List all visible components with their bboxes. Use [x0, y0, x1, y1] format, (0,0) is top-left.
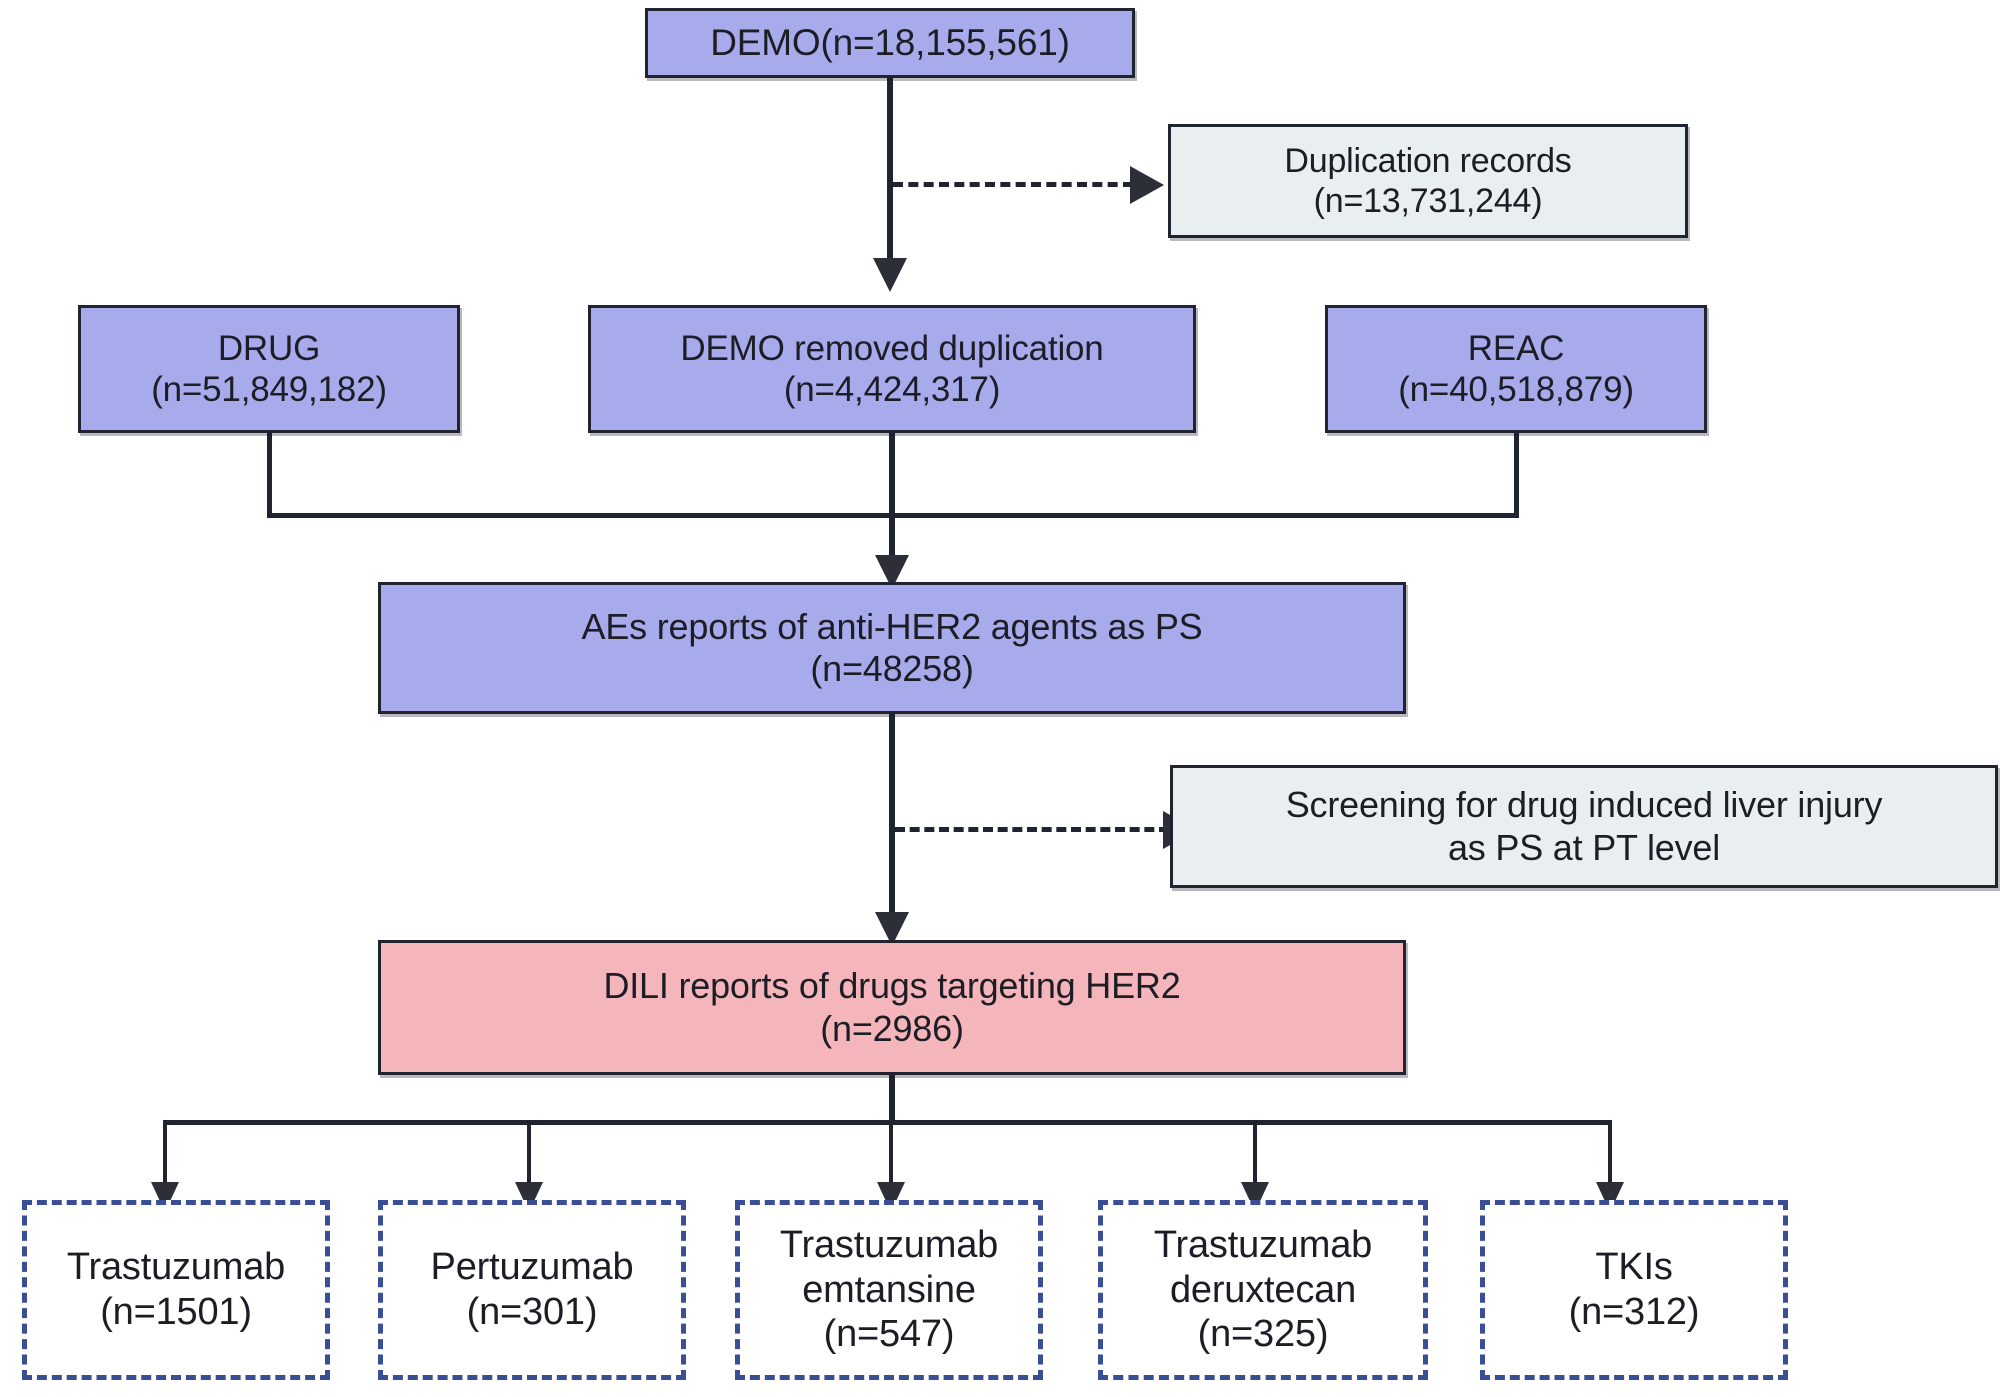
node-screening-line2: as PS at PT level [1447, 826, 1721, 868]
node-demo-removed-duplication: DEMO removed duplication (n=4,424,317) [588, 305, 1196, 433]
connector-reac-down [1514, 433, 1519, 518]
node-dili-reports: DILI reports of drugs targeting HER2 (n=… [378, 940, 1406, 1075]
node-aes-line1: AEs reports of anti-HER2 agents as PS [581, 605, 1203, 647]
node-reac-line2: (n=40,518,879) [1398, 370, 1634, 409]
node-demo: DEMO(n=18,155,561) [645, 8, 1135, 78]
connector-aes-to-screening [895, 827, 1169, 832]
connector-demoremoved-to-aes [889, 433, 895, 585]
outcome-2-line2: emtansine [802, 1268, 976, 1311]
node-outcome-trastuzumab: Trastuzumab (n=1501) [22, 1200, 330, 1380]
node-drug-line2: (n=51,849,182) [151, 370, 387, 409]
connector-split-bus [163, 1120, 1611, 1125]
node-outcome-tkis: TKIs (n=312) [1480, 1200, 1788, 1380]
outcome-3-line3: (n=325) [1197, 1313, 1329, 1356]
node-demo-removed-line2: (n=4,424,317) [783, 370, 1001, 409]
node-duplication-line1: Duplication records [1284, 141, 1572, 180]
connector-leg-emtansine [889, 1120, 893, 1205]
outcome-2-line3: (n=547) [823, 1313, 955, 1356]
node-dili-line1: DILI reports of drugs targeting HER2 [603, 965, 1181, 1007]
node-reac: REAC (n=40,518,879) [1325, 305, 1707, 433]
connector-leg-deruxtecan [1253, 1120, 1257, 1205]
node-screening-line1: Screening for drug induced liver injury [1285, 784, 1883, 826]
outcome-3-line2: deruxtecan [1169, 1268, 1356, 1311]
node-outcome-trastuzumab-emtansine: Trastuzumab emtansine (n=547) [735, 1200, 1043, 1380]
connector-dili-down [889, 1075, 895, 1125]
arrowhead-demo-to-demoremoved [873, 258, 907, 292]
outcome-3-line1: Trastuzumab [1153, 1223, 1373, 1266]
connector-leg-tkis [1608, 1120, 1612, 1205]
outcome-1-line1: Pertuzumab [430, 1246, 634, 1289]
node-aes-reports: AEs reports of anti-HER2 agents as PS (n… [378, 582, 1406, 714]
outcome-1-line3: (n=301) [466, 1291, 598, 1333]
connector-drug-down [267, 433, 272, 518]
node-aes-line2: (n=48258) [810, 648, 974, 689]
node-demo-line1: DEMO(n=18,155,561) [710, 22, 1070, 64]
node-drug-line1: DRUG [217, 328, 321, 368]
outcome-2-line1: Trastuzumab [779, 1223, 999, 1266]
arrowhead-demo-to-duplication [1130, 166, 1164, 204]
outcome-4-line1: TKIs [1595, 1246, 1673, 1289]
node-outcome-pertuzumab: Pertuzumab (n=301) [378, 1200, 686, 1380]
node-drug: DRUG (n=51,849,182) [78, 305, 460, 433]
connector-leg-pertuzumab [527, 1120, 531, 1205]
outcome-4-line3: (n=312) [1568, 1291, 1700, 1333]
node-screening: Screening for drug induced liver injury … [1170, 765, 1998, 888]
node-reac-line1: REAC [1467, 328, 1565, 368]
outcome-0-line3: (n=1501) [100, 1291, 252, 1333]
node-duplication-line2: (n=13,731,244) [1313, 182, 1543, 220]
outcome-0-line1: Trastuzumab [66, 1246, 286, 1289]
connector-demo-to-demoremoved [887, 78, 893, 278]
node-dili-line2: (n=2986) [820, 1007, 964, 1049]
connector-leg-trastuzumab [163, 1120, 167, 1205]
connector-demo-to-duplication [893, 182, 1133, 187]
node-duplication-records: Duplication records (n=13,731,244) [1168, 124, 1688, 238]
node-outcome-trastuzumab-deruxtecan: Trastuzumab deruxtecan (n=325) [1098, 1200, 1428, 1380]
connector-aes-to-dili [889, 714, 895, 939]
node-demo-removed-line1: DEMO removed duplication [680, 328, 1104, 368]
